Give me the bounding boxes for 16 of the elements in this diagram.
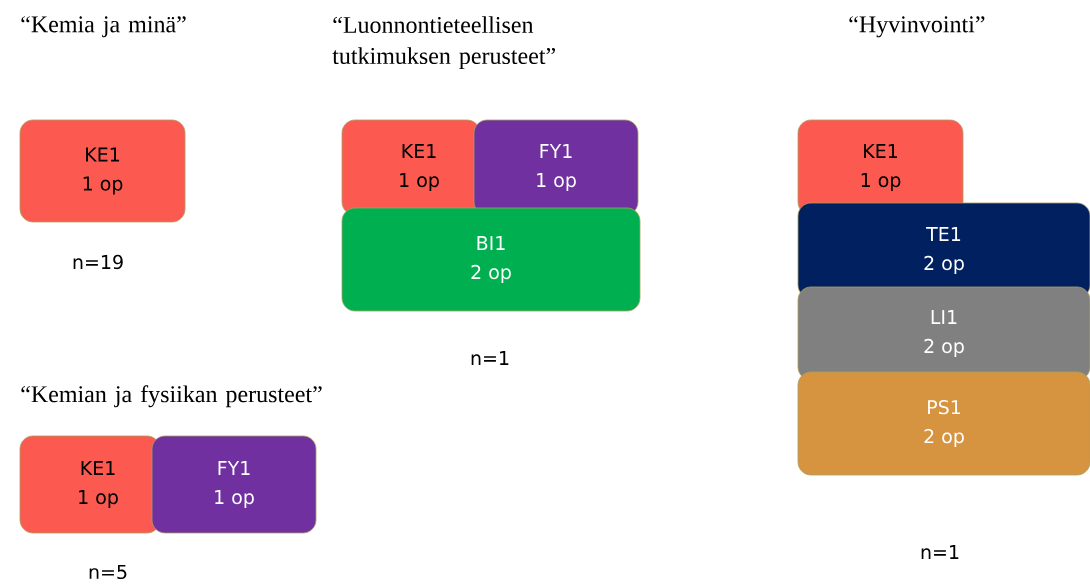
sample-size: n=1 <box>921 545 959 559</box>
course-box: LI1 2 op <box>797 286 1090 381</box>
course-box: FY1 1 op <box>473 119 639 216</box>
sample-size: n=5 <box>89 564 127 580</box>
sample-size: n=19 <box>73 254 123 270</box>
course-box: KE1 1 op <box>19 435 161 534</box>
course-box: FY1 1 op <box>151 435 317 534</box>
course-box: PS1 2 op <box>797 371 1090 476</box>
group-title: “Luonnontieteellisen tutkimuksen perusteet” <box>332 16 555 69</box>
course-box: KE1 1 op <box>341 119 481 216</box>
group-title: “Hyvinvointi” <box>849 16 985 38</box>
group-title: “Kemia ja minä” <box>21 16 186 38</box>
course-box: KE1 1 op <box>19 119 186 223</box>
sample-size: n=1 <box>471 351 509 365</box>
group-title: “Kemian ja fysiikan perusteet” <box>21 385 322 408</box>
course-box: BI1 2 op <box>341 207 641 312</box>
